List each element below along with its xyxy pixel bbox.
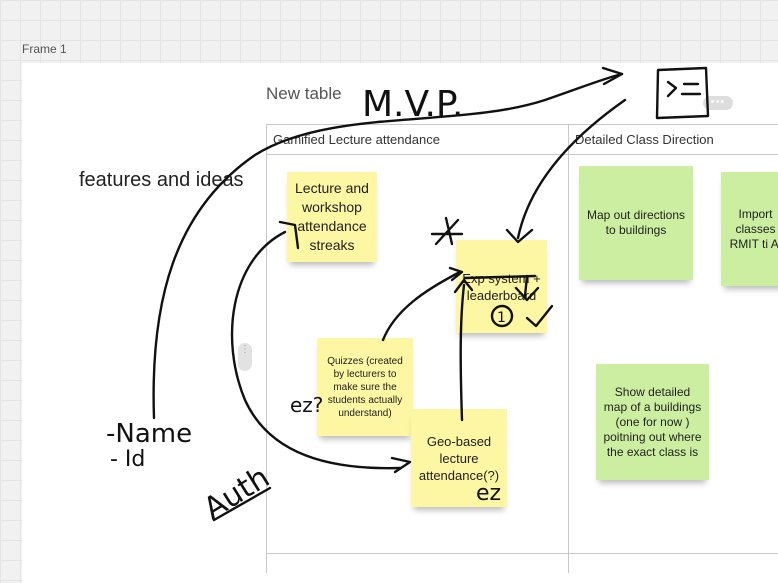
- table-row-border: [266, 553, 778, 554]
- sticky-note-quizzes[interactable]: Quizzes (created by lecturers to make su…: [317, 338, 413, 436]
- table-header-border: [266, 154, 778, 155]
- sticky-note-attendance-streaks[interactable]: Lecture and workshop attendance streaks: [287, 172, 377, 262]
- sticky-note-text: Map out directions to buildings: [586, 208, 686, 237]
- table-left-border: [266, 124, 267, 573]
- sticky-note-geo-attendance[interactable]: Geo-based lecture attendance(?): [411, 409, 507, 507]
- table-more-button[interactable]: •••: [703, 96, 733, 110]
- table-top-border: [266, 124, 778, 125]
- sticky-note-text: Import classes RMIT ti Al: [729, 206, 778, 251]
- sticky-note-detailed-building-map[interactable]: Show detailed map of a buildings (one fo…: [596, 364, 709, 480]
- column-header-gamified[interactable]: Gamified Lecture attendance: [273, 132, 440, 147]
- sticky-note-text: Exp system + leaderboard: [462, 270, 541, 303]
- sticky-note-text: Show detailed map of a buildings (one fo…: [603, 384, 702, 459]
- sticky-note-exp-system[interactable]: Exp system + leaderboard: [456, 240, 547, 333]
- row-drag-handle[interactable]: ⋮: [238, 343, 252, 371]
- features-and-ideas-text[interactable]: features and ideas: [79, 169, 244, 191]
- column-header-class-direction[interactable]: Detailed Class Direction: [575, 132, 714, 147]
- table-title[interactable]: New table: [266, 84, 342, 103]
- sticky-note-import-classes[interactable]: Import classes RMIT ti Al: [721, 172, 778, 286]
- sticky-note-text: Geo-based lecture attendance(?): [418, 433, 500, 483]
- table-column-divider: [568, 124, 569, 573]
- frame-label[interactable]: Frame 1: [22, 42, 67, 56]
- sticky-note-map-directions[interactable]: Map out directions to buildings: [579, 166, 693, 280]
- sticky-note-text: Lecture and workshop attendance streaks: [295, 180, 369, 253]
- sticky-note-text: Quizzes (created by lecturers to make su…: [327, 355, 403, 419]
